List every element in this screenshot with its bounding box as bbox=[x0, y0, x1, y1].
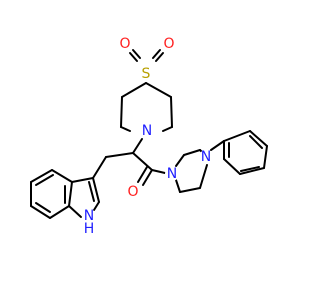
structure-diagram: S O O N N N O N H bbox=[30, 36, 268, 237]
bond bbox=[35, 174, 54, 186]
bond bbox=[92, 177, 100, 203]
bond bbox=[51, 169, 73, 183]
bond bbox=[210, 140, 225, 151]
indole-hydrogen: H bbox=[84, 221, 95, 237]
bond bbox=[175, 154, 185, 167]
bond bbox=[142, 169, 153, 186]
piperazine-nitrogen-amide: N bbox=[167, 166, 177, 182]
atom-labels: S O O N N N O N H bbox=[82, 36, 213, 237]
bond bbox=[179, 187, 201, 193]
bond bbox=[35, 202, 51, 213]
piperazine-nitrogen-phenyl: N bbox=[201, 149, 211, 165]
bond bbox=[239, 167, 265, 175]
bond bbox=[93, 201, 100, 211]
bond bbox=[151, 169, 166, 174]
bond bbox=[120, 126, 131, 132]
bond bbox=[129, 52, 138, 62]
bonds bbox=[30, 49, 268, 219]
bond bbox=[30, 169, 53, 183]
bond bbox=[30, 205, 51, 219]
bond bbox=[162, 126, 173, 132]
bond bbox=[199, 164, 208, 189]
bond bbox=[155, 52, 164, 62]
bond bbox=[68, 205, 82, 218]
bond bbox=[223, 130, 251, 142]
bond bbox=[223, 158, 241, 175]
bond bbox=[121, 82, 147, 98]
atom-label-background bbox=[126, 185, 140, 199]
atom-label-background bbox=[162, 37, 176, 51]
bond bbox=[88, 181, 95, 202]
bond bbox=[183, 149, 201, 156]
bond bbox=[132, 152, 153, 171]
bond bbox=[137, 166, 148, 183]
sulfone-oxygen-left: O bbox=[119, 36, 130, 52]
bond bbox=[249, 135, 263, 149]
bond bbox=[145, 82, 172, 98]
molecule-canvas: S O O N N N O N H bbox=[30, 36, 268, 237]
bond bbox=[120, 96, 123, 128]
bond bbox=[170, 96, 173, 128]
atom-label-background bbox=[118, 37, 132, 51]
indole-nitrogen: N bbox=[84, 208, 94, 224]
bond bbox=[132, 138, 143, 154]
bond bbox=[240, 166, 260, 172]
bond bbox=[152, 49, 161, 59]
atom-label-background bbox=[139, 67, 153, 81]
atom-label-background bbox=[82, 209, 96, 223]
atom-label-background bbox=[165, 167, 179, 181]
bond bbox=[175, 179, 181, 193]
atom-label-background bbox=[199, 150, 213, 164]
atom-label-background bbox=[82, 222, 96, 236]
bond bbox=[71, 177, 94, 183]
bond bbox=[249, 130, 268, 147]
bond bbox=[132, 49, 141, 59]
atom-label-background bbox=[140, 124, 154, 138]
bond bbox=[105, 152, 134, 158]
bond bbox=[68, 181, 73, 207]
carbonyl-oxygen: O bbox=[127, 184, 138, 200]
bond bbox=[49, 205, 70, 219]
thiomorpholine-nitrogen: N bbox=[142, 123, 152, 139]
sulfur-atom: S bbox=[142, 66, 151, 82]
sulfone-oxygen-right: O bbox=[163, 36, 174, 52]
bond bbox=[263, 145, 268, 169]
bond bbox=[92, 156, 107, 179]
